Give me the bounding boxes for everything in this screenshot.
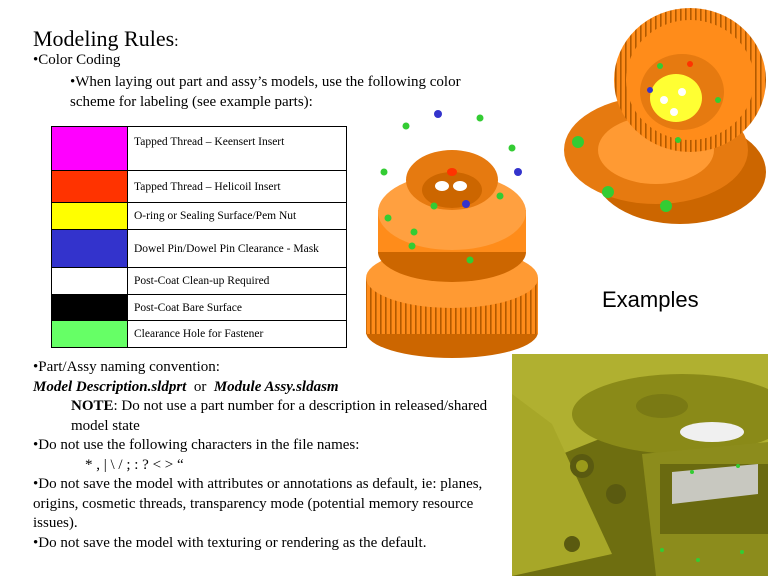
legend-row: Tapped Thread – Keensert Insert [51,126,347,171]
legend-swatch [51,267,128,295]
legend-swatch [51,126,128,171]
attributes-bullet: •Do not save the model with attributes o… [33,476,483,531]
legend-label: Dowel Pin/Dowel Pin Clearance - Mask [127,229,347,268]
legend-row: Post-Coat Clean-up Required [51,267,347,295]
legend-row: Dowel Pin/Dowel Pin Clearance - Mask [51,229,347,268]
cad-model-screenshot [512,354,768,576]
chars-bullet: •Do not use the following characters in … [33,437,360,453]
legend-swatch [51,229,128,268]
naming-rules-block: •Part/Assy naming convention: Model Desc… [33,358,513,553]
legend-label: Tapped Thread – Helicoil Insert [127,170,347,203]
legend-label: Tapped Thread – Keensert Insert [127,126,347,171]
example-part-gear-2 [564,8,766,224]
legend-label: O-ring or Sealing Surface/Pem Nut [127,202,347,230]
legend-swatch [51,170,128,203]
legend-row: Clearance Hole for Fastener [51,320,347,348]
example-part-gear-1 [366,110,538,358]
legend-swatch [51,294,128,321]
legend-row: Post-Coat Bare Surface [51,294,347,321]
examples-label: Examples [602,287,699,312]
legend-row: Tapped Thread – Helicoil Insert [51,170,347,203]
color-coding-instruction: •When laying out part and assy’s models,… [70,74,461,110]
legend-row: O-ring or Sealing Surface/Pem Nut [51,202,347,230]
legend-label: Clearance Hole for Fastener [127,320,347,348]
page-title: Modeling Rules: [33,26,179,51]
legend-label: Post-Coat Clean-up Required [127,267,347,295]
legend-swatch [51,202,128,230]
color-coding-bullet: •Color Coding [33,52,121,68]
legend-label: Post-Coat Bare Surface [127,294,347,321]
naming-example: Model Description.sldprt or Module Assy.… [33,378,339,395]
naming-bullet: •Part/Assy naming convention: [33,359,220,375]
color-legend-table: Tapped Thread – Keensert Insert Tapped T… [51,126,347,348]
naming-note: NOTE: Do not use a part number for a des… [71,398,488,434]
forbidden-chars: * , | \ / ; : ? < > “ [85,456,184,473]
legend-swatch [51,320,128,348]
texturing-bullet: •Do not save the model with texturing or… [33,534,427,551]
